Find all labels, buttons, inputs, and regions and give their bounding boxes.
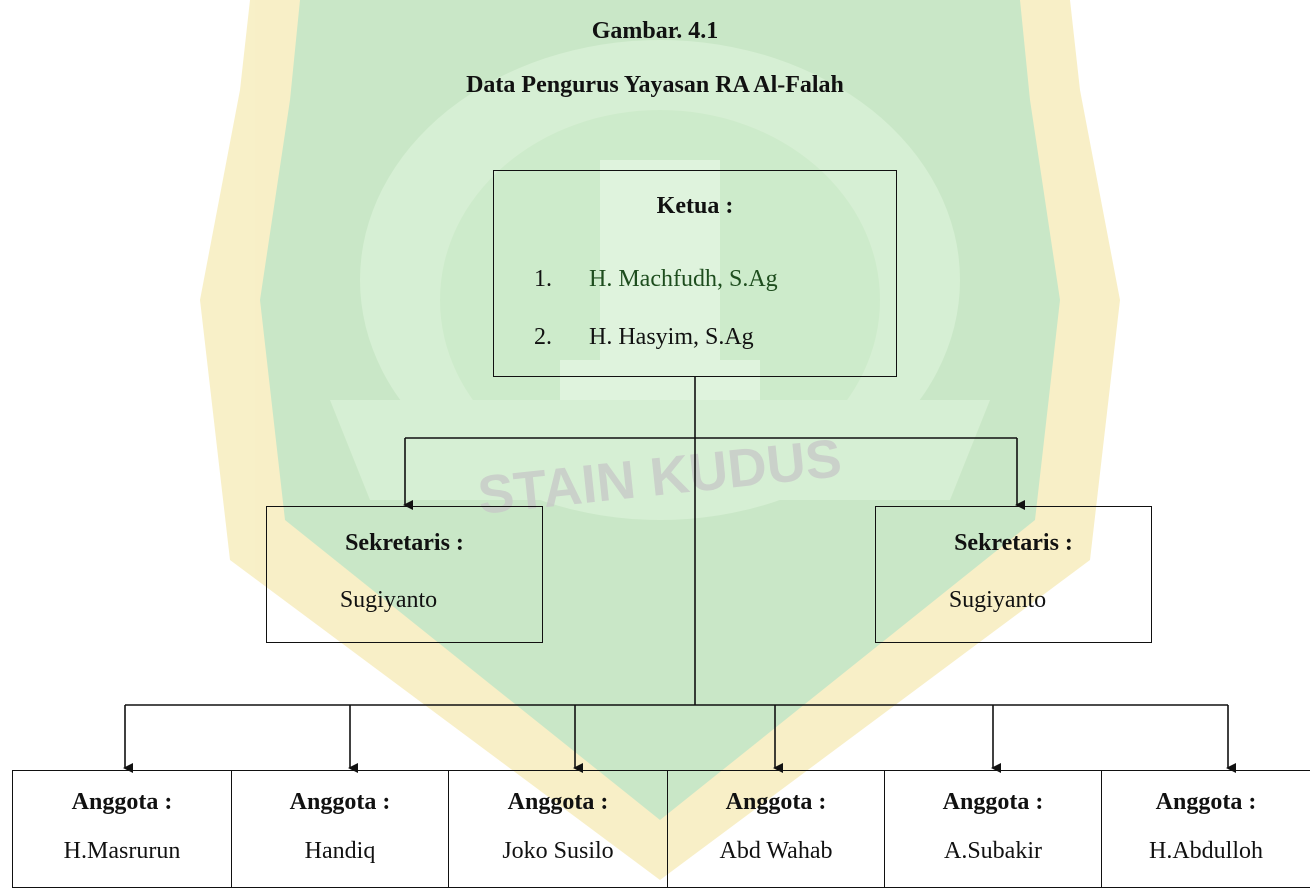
chair-member-1-name: H. Machfudh, S.Ag — [589, 266, 778, 292]
chair-member-1-number: 1. — [534, 266, 552, 292]
secretary-box-right: Sekretaris : Sugiyanto — [875, 506, 1152, 643]
member-box-4: Anggota : Abd Wahab — [667, 770, 885, 888]
chair-title: Ketua : — [656, 193, 734, 219]
secretary-right-name: Sugiyanto — [948, 587, 1047, 613]
figure-title: Data Pengurus Yayasan RA Al-Falah — [466, 72, 844, 98]
member-5-name: A.Subakir — [944, 838, 1042, 864]
member-2-title: Anggota : — [289, 789, 391, 815]
member-5-title: Anggota : — [942, 789, 1044, 815]
member-6-name: H.Abdulloh — [1149, 838, 1263, 864]
secretary-left-title: Sekretaris : — [345, 530, 464, 556]
member-4-name: Abd Wahab — [719, 838, 833, 864]
secretary-left-name: Sugiyanto — [339, 587, 438, 613]
member-3-title: Anggota : — [507, 789, 609, 815]
member-box-2: Anggota : Handiq — [231, 770, 449, 888]
member-3-name: Joko Susilo — [502, 838, 614, 864]
member-box-3: Anggota : Joko Susilo — [448, 770, 668, 888]
secretary-right-title: Sekretaris : — [954, 530, 1073, 556]
figure-number: Gambar. 4.1 — [591, 18, 719, 44]
member-4-title: Anggota : — [725, 789, 827, 815]
secretary-box-left: Sekretaris : Sugiyanto — [266, 506, 543, 643]
member-6-title: Anggota : — [1155, 789, 1257, 815]
member-1-name: H.Masrurun — [63, 838, 181, 864]
member-1-title: Anggota : — [71, 789, 173, 815]
member-box-6: Anggota : H.Abdulloh — [1101, 770, 1310, 888]
member-box-5: Anggota : A.Subakir — [884, 770, 1102, 888]
chair-member-2-name: H. Hasyim, S.Ag — [589, 324, 754, 350]
chair-box: Ketua : 1. H. Machfudh, S.Ag 2. H. Hasyi… — [493, 170, 897, 377]
member-2-name: Handiq — [304, 838, 376, 864]
chair-member-2-number: 2. — [534, 324, 552, 350]
member-box-1: Anggota : H.Masrurun — [12, 770, 232, 888]
